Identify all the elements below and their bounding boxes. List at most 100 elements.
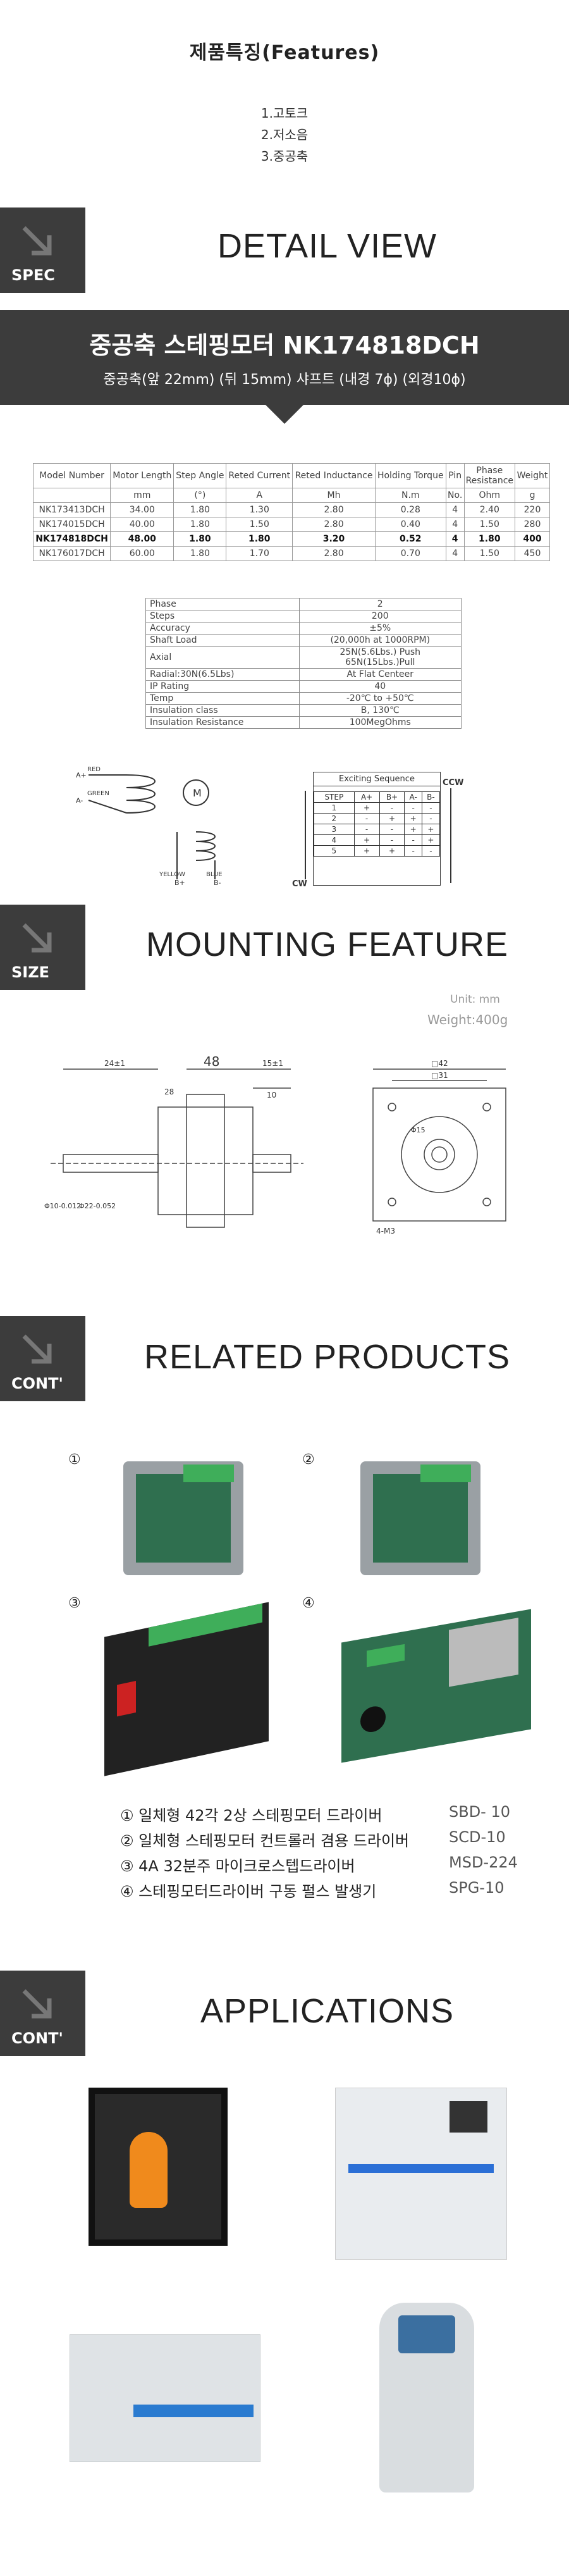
spec-cell: 1.30 bbox=[226, 502, 293, 517]
unit-cell: Mh bbox=[292, 488, 376, 503]
feature-item: 2.저소음 bbox=[260, 127, 309, 142]
weight-label: Weight:400g bbox=[427, 1012, 508, 1027]
related-code: MSD-224 bbox=[449, 1854, 518, 1871]
spec-cell: 1.80 bbox=[173, 546, 227, 561]
dim-label: Φ10-0.012 bbox=[44, 1202, 81, 1210]
unit-label: Unit: mm bbox=[450, 993, 500, 1006]
spec-cell: 2.40 bbox=[463, 502, 516, 517]
sequence-row: 4+--+ bbox=[314, 834, 441, 846]
mount-hole bbox=[388, 1198, 396, 1206]
arrow-icon bbox=[22, 1334, 52, 1364]
monitor bbox=[450, 2101, 487, 2133]
product-image-msd224[interactable] bbox=[104, 1602, 269, 1776]
spec-cell: 60.00 bbox=[110, 546, 174, 561]
sequence-header: STEP bbox=[314, 791, 355, 803]
char-label: Accuracy bbox=[145, 622, 300, 635]
sequence-row: 3--++ bbox=[314, 824, 441, 835]
char-label: Temp bbox=[145, 692, 300, 705]
spec-cell: 280 bbox=[515, 517, 550, 532]
spec-cell: 4 bbox=[445, 517, 465, 532]
spec-header-row: Model Number Motor Length Step Angle Ret… bbox=[32, 463, 550, 488]
terminal-block bbox=[367, 1644, 405, 1668]
spec-cell: 1.80 bbox=[173, 517, 227, 532]
dim-label: 4-M3 bbox=[376, 1227, 395, 1235]
knob bbox=[360, 1704, 386, 1735]
bore-circle bbox=[431, 1146, 448, 1163]
col-header: Weight bbox=[515, 463, 550, 488]
char-row: Shaft Load(20,000h at 1000RPM) bbox=[145, 634, 462, 647]
col-header: Pin bbox=[445, 463, 465, 488]
sequence-header: B- bbox=[421, 791, 441, 803]
col-header: Step Angle bbox=[173, 463, 227, 488]
char-value: 25N(5.6Lbs.) Push 65N(15Lbs.)Pull bbox=[298, 646, 462, 669]
spec-cell: 1.50 bbox=[226, 517, 293, 532]
product-image-scd10[interactable] bbox=[360, 1461, 480, 1575]
unit-cell: A bbox=[226, 488, 293, 503]
col-header: Reted Inductance bbox=[292, 463, 376, 488]
wire-label: RED bbox=[87, 766, 101, 773]
dim-label: 48 bbox=[204, 1054, 219, 1069]
app-image-inspection-machine bbox=[70, 2334, 260, 2462]
spec-unit-row: mm (°) A Mh N.m No. Ohm g bbox=[32, 488, 550, 503]
machine-stripe bbox=[133, 2405, 254, 2417]
unit-cell: g bbox=[515, 488, 550, 503]
app-image-pick-place-machine bbox=[335, 2088, 507, 2260]
char-label: Shaft Load bbox=[145, 634, 300, 647]
col-header: Model Number bbox=[32, 463, 111, 488]
pcb-board bbox=[136, 1474, 231, 1563]
spec-cell: 2.80 bbox=[292, 517, 376, 532]
product-image-spg10[interactable] bbox=[341, 1609, 531, 1763]
shaft-circle bbox=[424, 1139, 455, 1170]
spec-cell: 2.80 bbox=[292, 502, 376, 517]
badge-label: SPEC bbox=[11, 266, 55, 284]
sequence-cell: - bbox=[404, 845, 422, 857]
feature-item: 1.고토크 bbox=[260, 106, 309, 121]
badge-label: CONT' bbox=[11, 2029, 63, 2047]
product-image-sbd10[interactable] bbox=[123, 1461, 243, 1575]
char-value: 200 bbox=[298, 610, 462, 622]
sequence-cell: - bbox=[379, 834, 405, 846]
unit-cell: Ohm bbox=[463, 488, 516, 503]
char-value: -20℃ to +50℃ bbox=[298, 692, 462, 705]
features-list: 1.고토크 2.저소음 3.중공축 bbox=[0, 102, 569, 167]
arrow-icon bbox=[22, 923, 52, 953]
char-value: At Flat Centeer bbox=[298, 668, 462, 681]
sequence-title: Exciting Sequence bbox=[314, 772, 440, 786]
related-code: SPG-10 bbox=[449, 1879, 505, 1897]
arrow-icon bbox=[22, 226, 52, 256]
sequence-cell: 4 bbox=[314, 834, 355, 846]
sequence-cell: + bbox=[421, 834, 441, 846]
sequence-cell: + bbox=[353, 802, 380, 814]
dim-label: Φ22-0.052 bbox=[79, 1202, 116, 1210]
spec-cell: 0.52 bbox=[374, 531, 446, 547]
coil-b bbox=[195, 831, 216, 861]
section-title-applications: APPLICATIONS bbox=[200, 1992, 455, 2030]
product-marker: ③ bbox=[68, 1595, 81, 1611]
sequence-cell: - bbox=[379, 824, 405, 835]
sequence-cell: - bbox=[421, 802, 441, 814]
spec-cell: 1.80 bbox=[173, 531, 227, 547]
wire-label: B+ bbox=[174, 879, 185, 887]
product-marker: ④ bbox=[302, 1595, 315, 1611]
char-value: 2 bbox=[298, 598, 462, 610]
unit-cell: N.m bbox=[374, 488, 446, 503]
related-name: ③ 4A 32분주 마이크로스텝드라이버 bbox=[120, 1857, 355, 1875]
sequence-cell: + bbox=[379, 845, 405, 857]
cw-arrow bbox=[305, 791, 306, 879]
printed-object bbox=[130, 2132, 168, 2208]
spec-cell: 4 bbox=[445, 546, 465, 561]
char-row: Radial:30N(6.5Lbs)At Flat Centeer bbox=[145, 668, 462, 681]
section-badge-spec: SPEC bbox=[0, 207, 85, 293]
spec-cell: NK174818DCH bbox=[32, 531, 111, 547]
coil-a-leads bbox=[88, 774, 127, 814]
